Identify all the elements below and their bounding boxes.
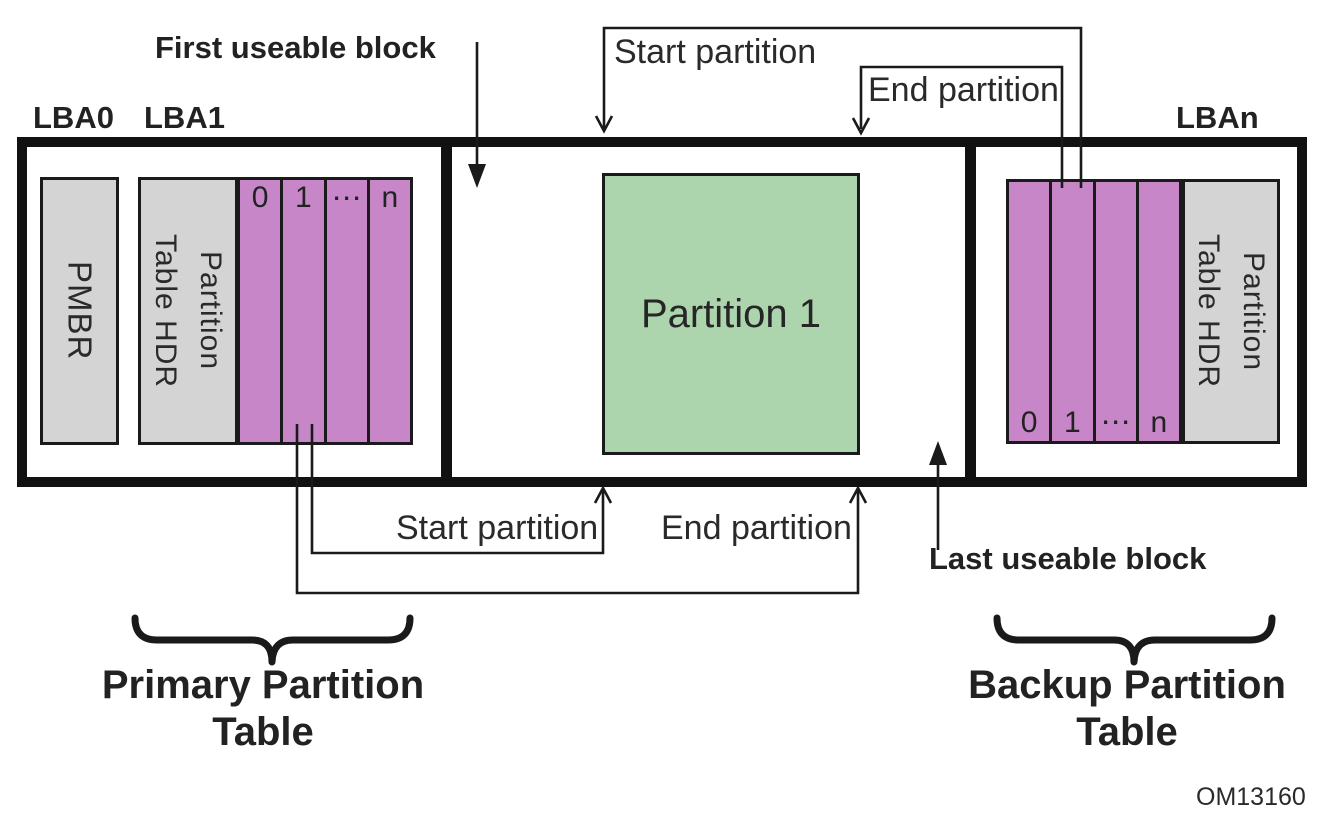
figure-number: OM13160 [1196,783,1306,811]
primary-brace [131,614,414,666]
first-useable-block-label: First useable block [155,30,436,65]
end-partition-bottom-label: End partition [661,509,852,547]
primary-partition-table-header-block: Partition Table HDR [138,177,238,445]
backup-entry-array: 0 1 ⋯ n [1006,179,1182,444]
end-partition-top-arrowhead [851,117,871,136]
backup-entry-0-label: 0 [1020,406,1038,439]
primary-entry-0: 0 [240,180,280,442]
pmbr-block: PMBR [40,177,119,445]
end-partition-bottom-arrowhead [848,485,868,504]
last-useable-block-label: Last useable block [929,541,1207,576]
section-divider-left [441,137,452,487]
backup-entry-0: 0 [1009,182,1049,441]
start-partition-top-arrowhead [594,115,614,134]
section-divider-right [965,137,976,487]
backup-partition-table-label: Backup Partition Table [968,663,1286,755]
backup-brace [993,614,1276,666]
primary-entry-ellipsis-label: ⋯ [331,182,362,215]
backup-entry-n-label: n [1150,406,1168,439]
pmbr-label: PMBR [61,261,99,361]
primary-entry-n-label: n [381,181,399,214]
primary-entry-ellipsis: ⋯ [323,180,367,442]
primary-entry-array: 0 1 ⋯ n [237,177,413,445]
lba1-label: LBA1 [144,100,225,135]
backup-entry-1-label: 1 [1064,406,1081,439]
start-partition-top-label: Start partition [614,33,817,71]
backup-partition-table-header-block: Partition Table HDR [1182,179,1280,444]
primary-entry-1-label: 1 [295,181,312,214]
lba0-label: LBA0 [33,100,114,135]
primary-partition-table-label: Primary Partition Table [101,663,425,755]
lban-label: LBAn [1176,100,1259,135]
start-partition-bottom-label: Start partition [396,509,599,547]
end-partition-top-label: End partition [868,71,1059,109]
primary-header-label: Partition Table HDR [149,233,227,389]
backup-entry-1: 1 [1049,182,1092,441]
backup-entry-ellipsis-label: ⋯ [1100,406,1131,439]
primary-entry-n: n [366,180,410,442]
backup-header-label: Partition Table HDR [1192,234,1270,389]
start-partition-bottom-arrowhead [593,485,613,504]
backup-entry-n: n [1135,182,1179,441]
backup-entry-ellipsis: ⋯ [1092,182,1136,441]
primary-entry-0-label: 0 [251,181,269,214]
primary-entry-1: 1 [280,180,323,442]
partition-1-label: Partition 1 [640,291,822,336]
partition-1-block: Partition 1 [602,173,860,455]
